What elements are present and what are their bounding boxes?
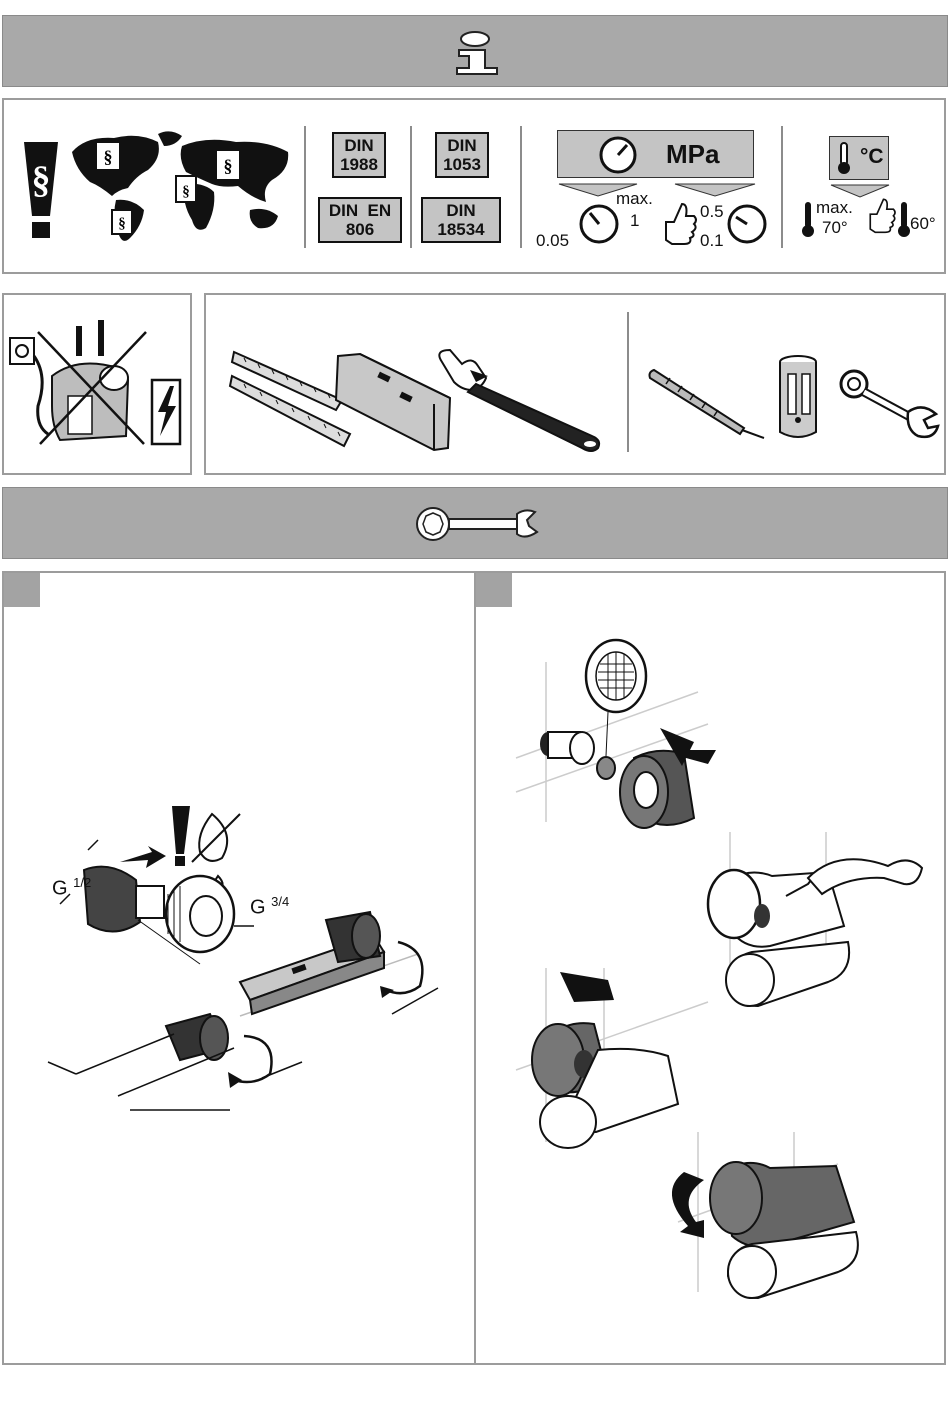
standards-divider: [781, 126, 783, 248]
pipe-thermometer-icon: [648, 368, 766, 440]
temperature-max-value: 70°: [822, 219, 848, 237]
pressure-min-gauge-icon: [578, 203, 620, 245]
spanner-icon: [413, 506, 543, 542]
pressure-header: MPa: [557, 130, 754, 178]
pressure-recommended-low: 0.1: [700, 232, 724, 250]
step-1-illustration: [40, 800, 460, 1130]
world-map-icon: § § § §: [66, 126, 296, 248]
step-2-marker: [476, 573, 512, 607]
svg-text:§: §: [182, 184, 190, 200]
temperature-header: °C: [829, 136, 889, 180]
temperature-max-label: max.: [816, 199, 853, 217]
svg-text:§: §: [32, 159, 51, 201]
svg-text:§: §: [118, 216, 126, 232]
standards-divider: [304, 126, 306, 248]
temperature-recommended-value: 60°: [910, 215, 936, 233]
pressure-recommended-high: 0.5: [700, 203, 724, 221]
pressure-min: 0.05: [536, 232, 569, 250]
pressure-gauge-icon: [598, 135, 638, 175]
installation-header-band: [2, 487, 948, 559]
svg-text:§: §: [104, 147, 113, 167]
thread-three-quarter-label: G 3/4: [250, 893, 289, 917]
standards-divider: [520, 126, 522, 248]
svg-text:§: §: [224, 156, 233, 176]
thumbs-up-icon: [864, 196, 898, 234]
pressure-recommended-gauge-icon: [726, 203, 768, 245]
info-i-icon: [451, 30, 503, 76]
paragraph-warning-icon: §: [20, 140, 62, 240]
pressure-arrows: [557, 182, 757, 198]
thread-half-inch-label: G 1/2: [52, 874, 91, 898]
socket-tool-icon: [776, 354, 820, 442]
pressure-max-label: max.: [616, 190, 653, 208]
thermometer-icon: [836, 141, 852, 175]
step-1-marker: [4, 573, 40, 607]
din-divider: [410, 126, 412, 248]
step-2-illustration: [508, 632, 940, 1308]
lightning-warning-icon: [150, 378, 182, 446]
thumbs-up-icon: [660, 200, 698, 246]
temperature-unit: °C: [860, 145, 884, 169]
tools-divider: [627, 312, 629, 452]
thermometer-max-icon: [800, 200, 816, 238]
adjustable-wrench-icon: [432, 348, 604, 454]
pressure-max-value: 1: [630, 212, 639, 230]
mains-disconnect-icon: [8, 316, 148, 450]
pressure-unit: MPa: [666, 139, 719, 170]
info-header-band: [2, 15, 948, 87]
ring-spanner-icon: [838, 368, 942, 440]
